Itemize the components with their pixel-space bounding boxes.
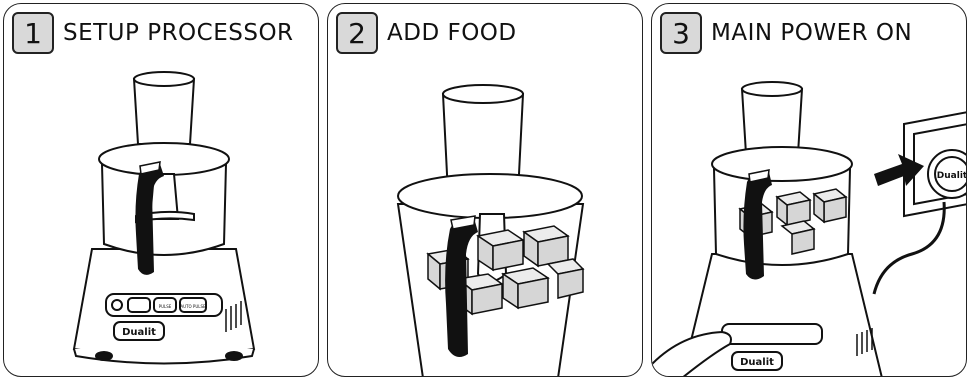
food-processor-with-food-illustration — [328, 4, 643, 377]
socket-plug-logo: Dualit — [937, 171, 967, 181]
brand-logo: Dualit — [740, 357, 774, 368]
food-processor-illustration: Dualit PULSE AUTO PULSE — [4, 4, 319, 377]
step-2-panel: 2 ADD FOOD — [327, 3, 643, 377]
power-on-illustration: Dualit Dualit — [652, 4, 967, 377]
pulse-label: PULSE — [159, 304, 172, 309]
brand-logo: Dualit — [122, 327, 156, 338]
auto-pulse-label: AUTO PULSE — [180, 304, 206, 309]
step-1-panel: 1 SETUP PROCESSOR — [3, 3, 319, 377]
step-3-panel: 3 MAIN POWER ON — [651, 3, 967, 377]
